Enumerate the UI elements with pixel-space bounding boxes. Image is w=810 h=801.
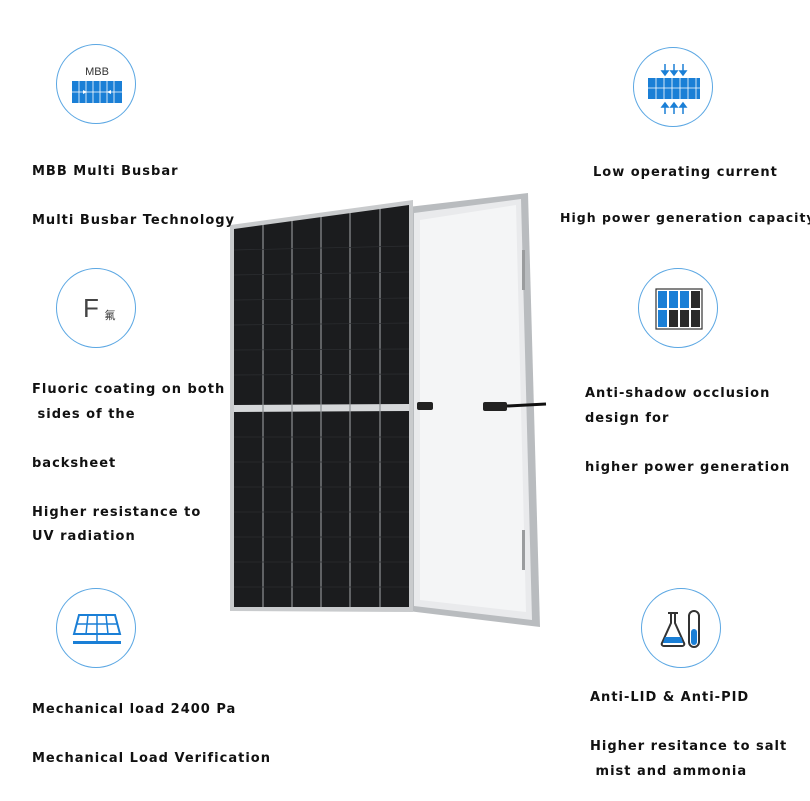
load-title: Mechanical load 2400 Pa xyxy=(32,702,237,717)
shadow-text-line-3: higher power generation xyxy=(585,460,791,475)
current-title: Low operating current xyxy=(593,165,778,180)
coating-text-line-2: sides of the xyxy=(32,407,136,422)
mbb-description: Multi Busbar Technology xyxy=(32,213,236,228)
current-description: High power generation capacity xyxy=(560,210,810,225)
coating-text-line-3: backsheet xyxy=(32,456,117,471)
salt-text-line-1: Higher resitance to salt xyxy=(590,739,788,754)
lab-flask-icon xyxy=(641,588,721,668)
mbb-icon-text: MBB xyxy=(85,66,109,78)
fluorine-coating-icon: F 氟 xyxy=(56,268,136,348)
front-panel xyxy=(230,200,413,612)
coating-text-line-1: Fluoric coating on both xyxy=(32,382,226,397)
salt-text-line-2: mist and ammonia xyxy=(590,764,748,779)
lid-pid-title: Anti-LID & Anti-PID xyxy=(590,690,750,705)
low-current-icon xyxy=(633,47,713,127)
mbb-title: MBB Multi Busbar xyxy=(32,164,179,179)
solar-panel-load-icon xyxy=(56,588,136,668)
load-description: Mechanical Load Verification xyxy=(32,751,271,766)
uv-text-line-2: UV radiation xyxy=(32,529,136,544)
anti-shadow-icon xyxy=(638,268,718,348)
fluorine-icon-char: 氟 xyxy=(105,309,116,322)
rear-panel xyxy=(408,193,547,627)
mbb-busbar-icon: MBB xyxy=(56,44,136,124)
shadow-text-line-2: design for xyxy=(585,411,670,426)
uv-text-line-1: Higher resistance to xyxy=(32,505,202,520)
fluorine-icon-letter: F xyxy=(83,293,99,323)
shadow-text-line-1: Anti-shadow occlusion xyxy=(585,386,771,401)
